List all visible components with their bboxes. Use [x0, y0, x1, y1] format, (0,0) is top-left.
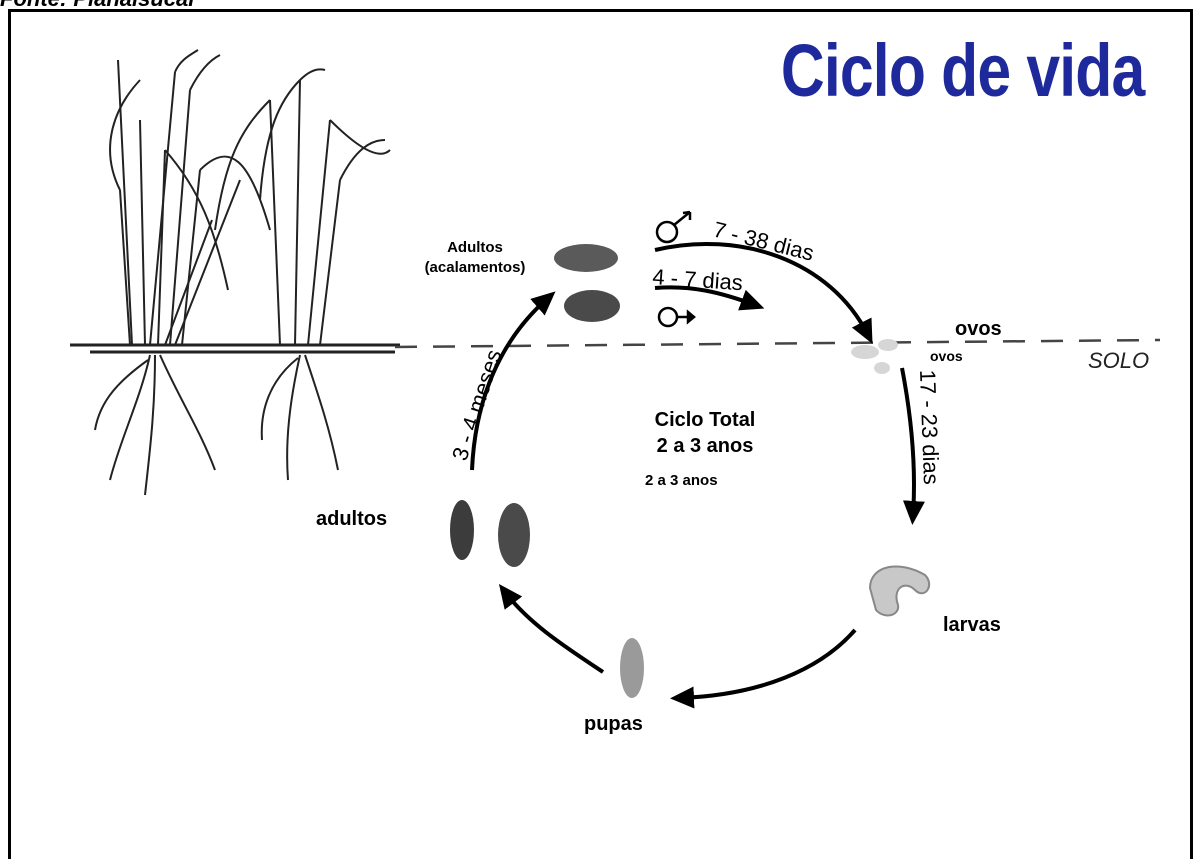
larvae-to-pupae-arrow	[670, 628, 857, 709]
ground-label: SOLO	[1088, 348, 1149, 373]
stage-label-adults-swarm: Adultos (acalamentos)	[400, 238, 550, 278]
stage-label-eggs: ovos	[955, 318, 1002, 340]
adult-beetle-side-icon	[450, 500, 474, 560]
adult-beetle-top-icon	[554, 244, 618, 272]
eggs-to-larvae-arrow	[900, 367, 925, 525]
larva-icon	[868, 565, 931, 617]
female-arrow	[654, 242, 873, 344]
male-duration-label: 4 - 7 dias	[652, 264, 744, 295]
adult-beetle-dorsal-icon	[498, 503, 530, 567]
sugarcane-plant-illustration	[70, 49, 400, 496]
total-cycle-small-label: 2 a 3 anos	[645, 472, 718, 489]
adults-swarm-line2: (acalamentos)	[424, 259, 526, 276]
female-duration-label: 7 - 38 dias	[711, 217, 817, 266]
figure-frame	[8, 9, 1193, 859]
adult-beetle-bottom-icon	[564, 290, 620, 322]
adults-to-swarm-arrow	[470, 291, 556, 471]
pupae-to-adults-arrow	[498, 584, 605, 674]
page-title: Ciclo de vida	[780, 29, 1144, 112]
female-symbol-icon	[655, 210, 692, 244]
male-symbol-icon	[657, 306, 696, 328]
adults-swarm-line1: Adultos	[447, 239, 503, 256]
stage-label-adults: adultos	[316, 508, 388, 530]
pupa-icon	[620, 638, 644, 698]
total-cycle-line2: 2 a 3 anos	[656, 435, 754, 457]
pupae-to-adults-duration-label: 3 - 4 meses	[447, 347, 506, 464]
ground-line	[394, 338, 1161, 349]
male-arrow	[654, 285, 765, 311]
eggs-to-larvae-duration-label: 17 - 23 dias	[915, 369, 944, 485]
stage-label-pupae: pupas	[584, 713, 643, 735]
stage-label-eggs-small: ovos	[930, 348, 963, 364]
total-cycle-line1: Ciclo Total	[654, 409, 756, 431]
eggs-icon	[851, 339, 898, 374]
total-cycle-label: Ciclo Total 2 a 3 anos	[610, 407, 800, 459]
source-caption: Fonte: Planalsucar	[0, 0, 197, 12]
stage-label-larvae: larvas	[943, 614, 1001, 636]
